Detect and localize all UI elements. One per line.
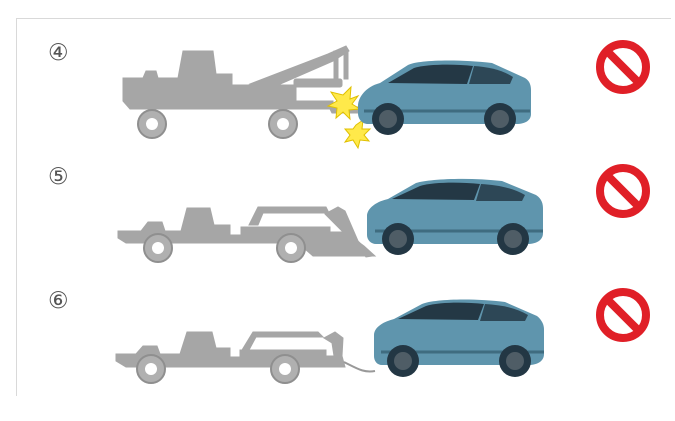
tow-truck-wheels: [138, 110, 297, 138]
suv-car-icon: [374, 300, 544, 377]
suv-car-icon: [358, 61, 531, 135]
towing-illustration: [88, 153, 588, 278]
cable-towing-scene: [88, 277, 588, 402]
towing-scenario-4: ④: [18, 29, 668, 154]
scenario-number: ④: [48, 39, 76, 67]
prohibition-sign-icon: [591, 159, 655, 223]
tow-cable: [344, 362, 375, 372]
towing-scenario-6: ⑥: [18, 277, 668, 402]
prohibition-sign-icon: [591, 35, 655, 99]
towing-scenario-5: ⑤: [18, 153, 668, 278]
tow-truck-icon: [123, 46, 360, 113]
towing-illustration: [88, 277, 588, 402]
scenario-number: ⑤: [48, 163, 76, 191]
scenario-number: ⑥: [48, 287, 76, 315]
top-divider: [16, 18, 671, 19]
prohibition-sign-icon: [591, 283, 655, 347]
flatbed-rear-lift-scene: [88, 153, 588, 278]
towing-illustration: [88, 29, 588, 154]
wheel-lift-towing-scene: [88, 29, 588, 154]
left-divider: [16, 18, 17, 396]
suv-car-icon: [367, 179, 543, 255]
